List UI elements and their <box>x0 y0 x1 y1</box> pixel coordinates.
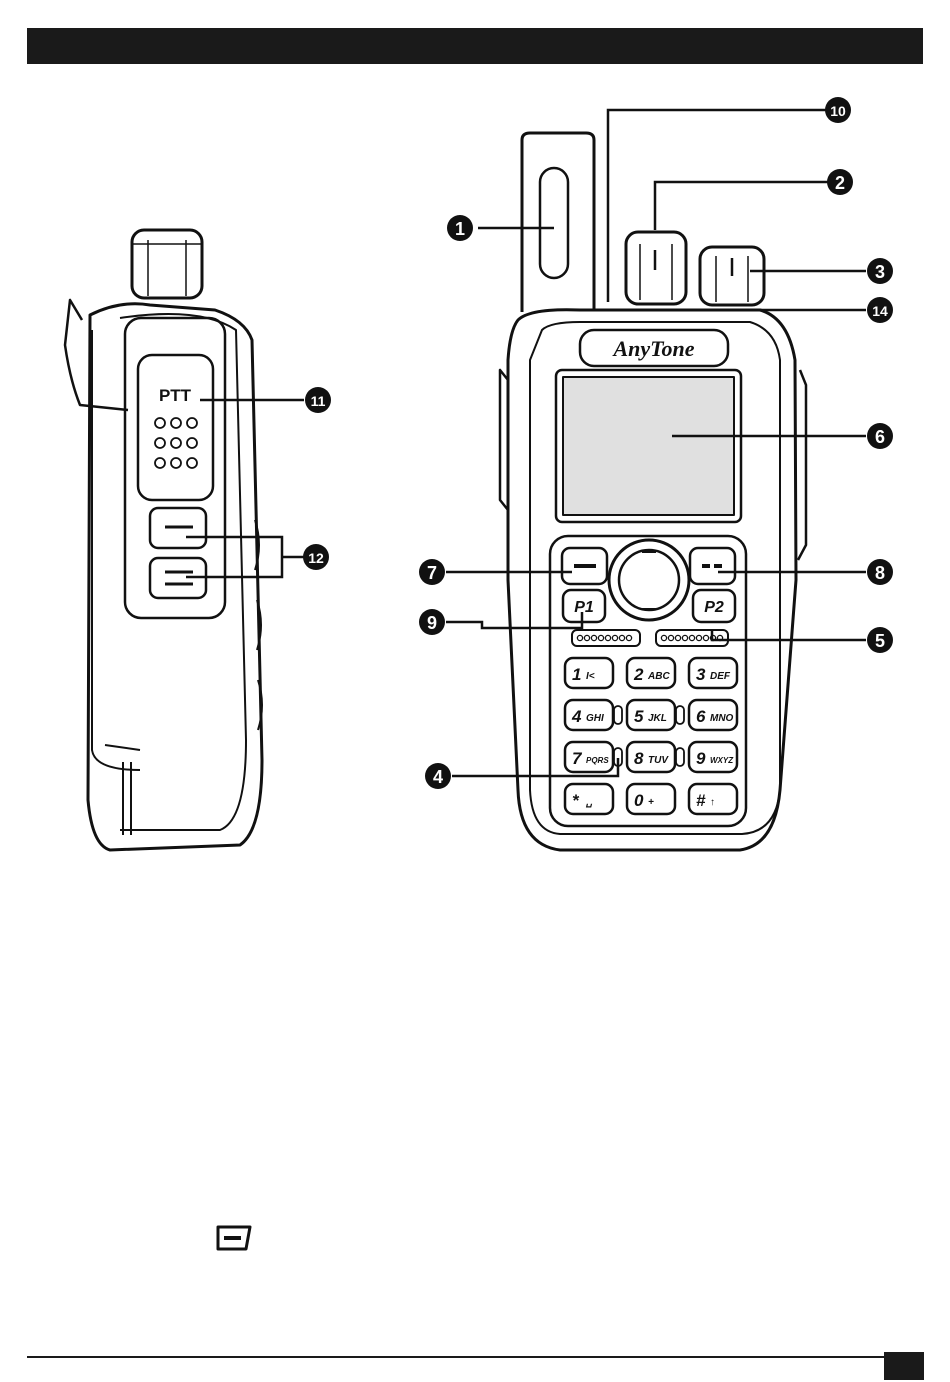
callout-number: 3 <box>875 262 885 282</box>
key-letters: DEF <box>710 671 731 682</box>
keypad-key[interactable]: #↑ <box>689 784 737 814</box>
callout-number: 12 <box>308 550 324 566</box>
key-digit: 2 <box>633 665 644 684</box>
callout-number: 4 <box>433 767 443 787</box>
callout-5: 5 <box>867 627 893 653</box>
callout-8: 8 <box>867 559 893 585</box>
key-letters: + <box>648 797 654 808</box>
key-digit: 6 <box>696 707 706 726</box>
callout-1: 1 <box>447 215 473 241</box>
key-letters: JKL <box>648 713 667 724</box>
footer-rule <box>27 1356 923 1358</box>
brand-logo: AnyTone <box>611 336 694 361</box>
key-digit: 9 <box>696 749 706 768</box>
p1-label: P1 <box>574 599 594 616</box>
keypad-key[interactable]: *␣ <box>565 784 613 814</box>
callout-number: 2 <box>835 173 845 193</box>
callout-number: 14 <box>872 303 888 319</box>
key-digit: 1 <box>572 665 581 684</box>
callout-12: 12 <box>303 544 329 570</box>
p2-label: P2 <box>704 599 724 616</box>
key-letters: GHI <box>586 713 604 724</box>
key-digit: # <box>696 791 706 810</box>
key-letters: I< <box>586 671 595 682</box>
keypad-key[interactable]: 3 DEF <box>689 658 737 688</box>
callout-number: 1 <box>455 219 465 239</box>
callout-14: 14 <box>867 297 893 323</box>
key-letters: ␣ <box>585 797 593 808</box>
key-digit: 3 <box>696 665 706 684</box>
callout-number: 6 <box>875 427 885 447</box>
keypad-key[interactable]: 6 MNO <box>689 700 737 730</box>
callout-number: 8 <box>875 563 885 583</box>
key-digit: 0 <box>634 791 644 810</box>
page-tab <box>884 1352 924 1380</box>
callout-9: 9 <box>419 609 445 635</box>
callout-4: 4 <box>425 763 451 789</box>
key-letters: MNO <box>710 713 734 724</box>
menu-key-icon <box>214 1224 254 1252</box>
keypad-key[interactable]: 1 I< <box>565 658 613 688</box>
callout-11: 11 <box>305 387 331 413</box>
callout-number: 9 <box>427 613 437 633</box>
key-letters: PQRS <box>586 756 609 765</box>
callout-10: 10 <box>825 97 851 123</box>
side-view <box>65 230 262 850</box>
key-digit: 5 <box>634 707 644 726</box>
ptt-label: PTT <box>159 386 192 405</box>
callout-6: 6 <box>867 423 893 449</box>
keypad-key[interactable]: 5 JKL <box>627 700 675 730</box>
keypad-key[interactable]: 4 GHI <box>565 700 613 730</box>
callout-number: 10 <box>830 103 846 119</box>
callout-number: 5 <box>875 631 885 651</box>
callout-3: 3 <box>867 258 893 284</box>
callout-2: 2 <box>827 169 853 195</box>
key-letters: ↑ <box>710 797 715 808</box>
keypad-key[interactable]: 0+ <box>627 784 675 814</box>
key-letters: WXYZ <box>710 756 734 765</box>
keypad-key[interactable]: 8 TUV <box>627 742 675 772</box>
key-letters: TUV <box>648 755 669 766</box>
keypad-key[interactable]: 9 WXYZ <box>689 742 737 772</box>
callout-number: 7 <box>427 563 437 583</box>
key-digit: 8 <box>634 749 644 768</box>
callout-number: 11 <box>311 393 326 409</box>
key-letters: ABC <box>647 671 670 682</box>
key-digit: 4 <box>571 707 582 726</box>
callout-7: 7 <box>419 559 445 585</box>
key-digit: 7 <box>572 749 583 768</box>
